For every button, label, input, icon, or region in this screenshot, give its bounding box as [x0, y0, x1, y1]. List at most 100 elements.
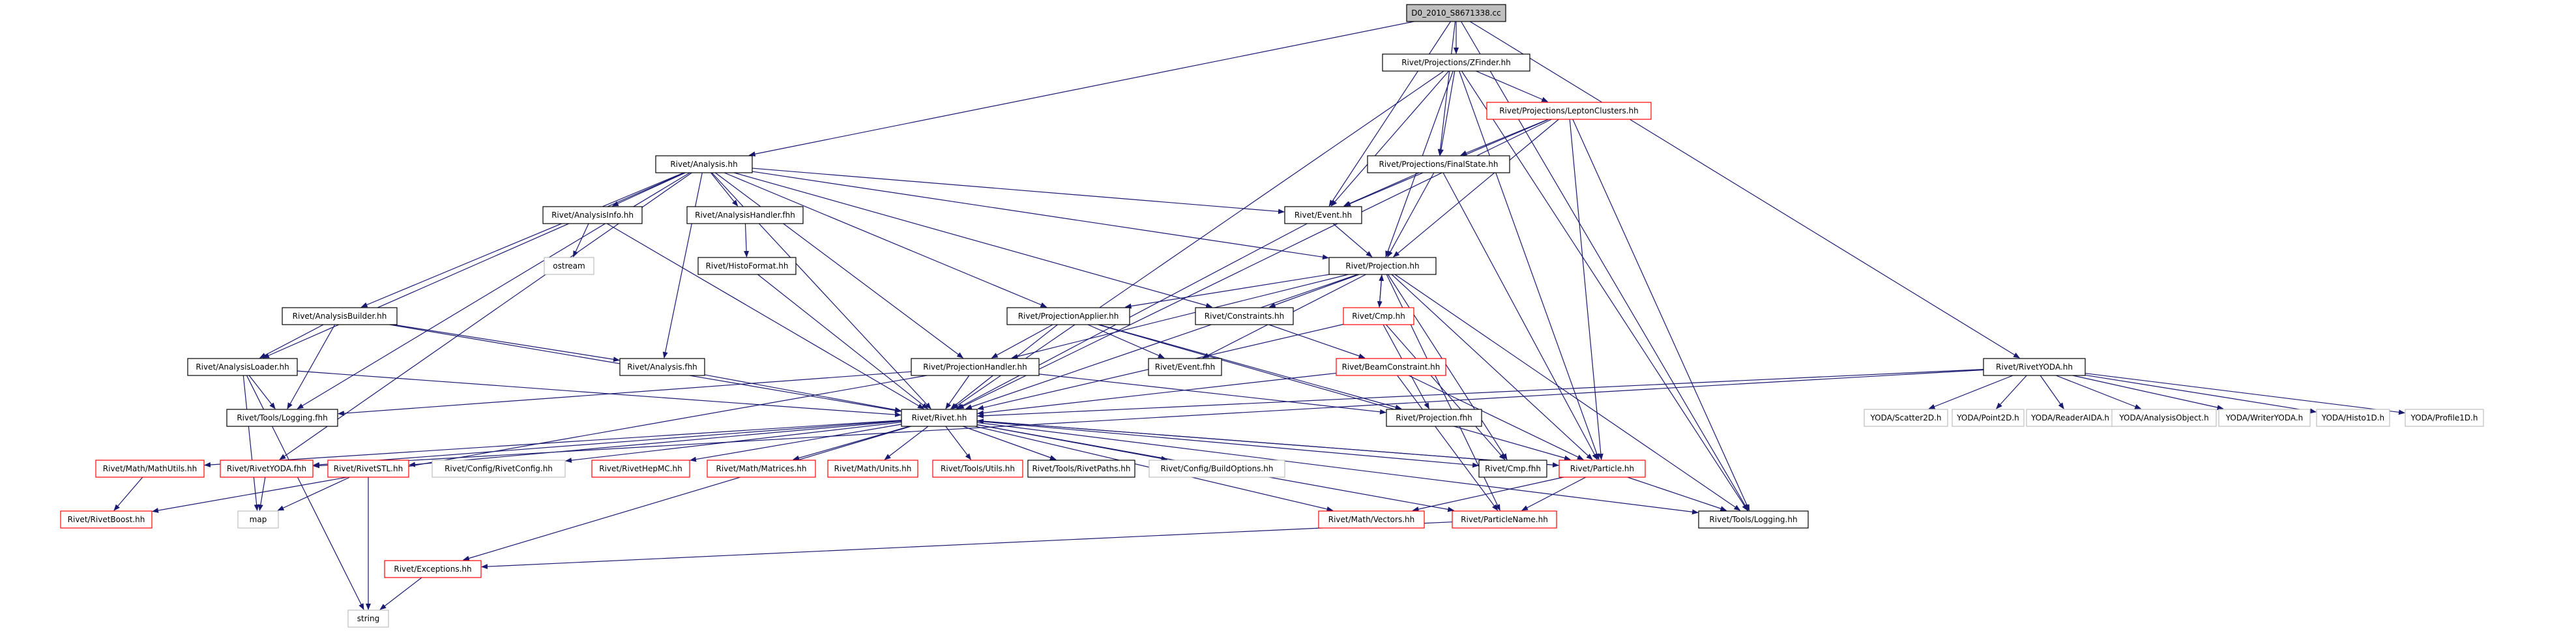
- node-box[interactable]: [544, 257, 594, 275]
- node-cmp_hh[interactable]: Rivet/Cmp.hh: [1343, 307, 1414, 325]
- node-box[interactable]: [187, 358, 298, 376]
- node-box[interactable]: [2316, 409, 2390, 427]
- node-analysis_hh[interactable]: Rivet/Analysis.hh: [655, 155, 753, 173]
- node-finalstate[interactable]: Rivet/Projections/FinalState.hh: [1367, 155, 1510, 173]
- node-analysisobject[interactable]: YODA/AnalysisObject.h: [2111, 409, 2217, 427]
- node-box[interactable]: [282, 307, 398, 325]
- node-buildoptions[interactable]: Rivet/Config/BuildOptions.hh: [1149, 460, 1285, 478]
- node-box[interactable]: [1406, 4, 1506, 22]
- node-box[interactable]: [1983, 358, 2086, 376]
- node-box[interactable]: [220, 460, 314, 478]
- node-box[interactable]: [619, 358, 705, 376]
- node-box[interactable]: [1382, 53, 1530, 72]
- node-analysisbuilder[interactable]: Rivet/AnalysisBuilder.hh: [282, 307, 398, 325]
- node-mathutils[interactable]: Rivet/Math/MathUtils.hh: [95, 460, 205, 478]
- node-box[interactable]: [1486, 102, 1652, 120]
- node-box[interactable]: [1027, 460, 1135, 478]
- node-rivethepmc[interactable]: Rivet/RivetHepMC.hh: [591, 460, 690, 478]
- node-ostream[interactable]: ostream: [544, 257, 594, 275]
- node-box[interactable]: [1328, 257, 1437, 275]
- node-box[interactable]: [1559, 460, 1646, 478]
- node-box[interactable]: [432, 460, 566, 478]
- node-zfinder[interactable]: Rivet/Projections/ZFinder.hh: [1382, 53, 1530, 72]
- node-box[interactable]: [827, 460, 918, 478]
- node-box[interactable]: [1864, 409, 1948, 427]
- node-box[interactable]: [655, 155, 753, 173]
- node-box[interactable]: [2111, 409, 2217, 427]
- node-scatter2d[interactable]: YODA/Scatter2D.h: [1864, 409, 1948, 427]
- node-cmp_fhh[interactable]: Rivet/Cmp.fhh: [1478, 460, 1547, 478]
- node-box[interactable]: [327, 460, 409, 478]
- node-histo1d[interactable]: YODA/Histo1D.h: [2316, 409, 2390, 427]
- node-box[interactable]: [60, 510, 153, 529]
- node-rivetyoda_hh[interactable]: Rivet/RivetYODA.hh: [1983, 358, 2086, 376]
- node-rivetstl[interactable]: Rivet/RivetSTL.hh: [327, 460, 409, 478]
- node-box[interactable]: [707, 460, 816, 478]
- node-matrices[interactable]: Rivet/Math/Matrices.hh: [707, 460, 816, 478]
- node-box[interactable]: [686, 206, 804, 224]
- node-rivetboost[interactable]: Rivet/RivetBoost.hh: [60, 510, 153, 529]
- node-analysisinfo[interactable]: Rivet/AnalysisInfo.hh: [542, 206, 643, 224]
- node-toolsutils[interactable]: Rivet/Tools/Utils.hh: [932, 460, 1023, 478]
- node-box[interactable]: [2405, 409, 2484, 427]
- node-box[interactable]: [1952, 409, 2025, 427]
- node-writeryoda[interactable]: YODA/WriterYODA.h: [2218, 409, 2311, 427]
- node-event_hh[interactable]: Rivet/Event.hh: [1284, 206, 1362, 224]
- node-root[interactable]: D0_2010_S8671338.cc: [1406, 4, 1506, 22]
- node-analysis_fhh[interactable]: Rivet/Analysis.fhh: [619, 358, 705, 376]
- node-point2d[interactable]: YODA/Point2D.h: [1952, 409, 2025, 427]
- node-projectionapplier[interactable]: Rivet/ProjectionApplier.hh: [1006, 307, 1130, 325]
- node-leptonclusters[interactable]: Rivet/Projections/LeptonClusters.hh: [1486, 102, 1652, 120]
- node-box[interactable]: [697, 257, 797, 275]
- node-exceptions[interactable]: Rivet/Exceptions.hh: [384, 560, 482, 578]
- node-constraints[interactable]: Rivet/Constraints.hh: [1195, 307, 1294, 325]
- node-analysisloader[interactable]: Rivet/AnalysisLoader.hh: [187, 358, 298, 376]
- node-projectionhandler[interactable]: Rivet/ProjectionHandler.hh: [911, 358, 1040, 376]
- node-box[interactable]: [1148, 358, 1222, 376]
- node-box[interactable]: [1195, 307, 1294, 325]
- node-analysishandler_fhh[interactable]: Rivet/AnalysisHandler.fhh: [686, 206, 804, 224]
- node-box[interactable]: [542, 206, 643, 224]
- node-box[interactable]: [932, 460, 1023, 478]
- node-beamconstraint[interactable]: Rivet/BeamConstraint.hh: [1336, 358, 1446, 376]
- node-projection_hh[interactable]: Rivet/Projection.hh: [1328, 257, 1437, 275]
- node-box[interactable]: [901, 409, 978, 427]
- node-particlename[interactable]: Rivet/ParticleName.hh: [1452, 510, 1557, 529]
- node-rivetpaths[interactable]: Rivet/Tools/RivetPaths.hh: [1027, 460, 1135, 478]
- node-rivetconfig[interactable]: Rivet/Config/RivetConfig.hh: [432, 460, 566, 478]
- node-particle_hh[interactable]: Rivet/Particle.hh: [1559, 460, 1646, 478]
- node-box[interactable]: [2026, 409, 2115, 427]
- node-box[interactable]: [226, 409, 338, 427]
- node-box[interactable]: [347, 609, 389, 628]
- node-box[interactable]: [1452, 510, 1557, 529]
- node-readeraida[interactable]: YODA/ReaderAIDA.h: [2026, 409, 2115, 427]
- node-box[interactable]: [1478, 460, 1547, 478]
- node-projection_fhh[interactable]: Rivet/Projection.fhh: [1386, 409, 1482, 427]
- node-box[interactable]: [911, 358, 1040, 376]
- node-histoformat[interactable]: Rivet/HistoFormat.hh: [697, 257, 797, 275]
- node-box[interactable]: [237, 510, 279, 529]
- node-box[interactable]: [1343, 307, 1414, 325]
- node-string[interactable]: string: [347, 609, 389, 628]
- node-profile1d[interactable]: YODA/Profile1D.h: [2405, 409, 2484, 427]
- node-box[interactable]: [384, 560, 482, 578]
- node-vectors[interactable]: Rivet/Math/Vectors.hh: [1318, 510, 1425, 529]
- node-rivet_hh[interactable]: Rivet/Rivet.hh: [901, 409, 978, 427]
- node-box[interactable]: [1698, 510, 1809, 529]
- node-box[interactable]: [1006, 307, 1130, 325]
- node-box[interactable]: [1367, 155, 1510, 173]
- node-box[interactable]: [1284, 206, 1362, 224]
- node-box[interactable]: [1386, 409, 1482, 427]
- node-map[interactable]: map: [237, 510, 279, 529]
- node-box[interactable]: [591, 460, 690, 478]
- node-box[interactable]: [1149, 460, 1285, 478]
- node-rivetyoda_fhh[interactable]: Rivet/RivetYODA.fhh: [220, 460, 314, 478]
- node-box[interactable]: [1318, 510, 1425, 529]
- node-logging_fhh[interactable]: Rivet/Tools/Logging.fhh: [226, 409, 338, 427]
- node-box[interactable]: [2218, 409, 2311, 427]
- node-event_fhh[interactable]: Rivet/Event.fhh: [1148, 358, 1222, 376]
- node-box[interactable]: [1336, 358, 1446, 376]
- node-logging_hh[interactable]: Rivet/Tools/Logging.hh: [1698, 510, 1809, 529]
- node-units[interactable]: Rivet/Math/Units.hh: [827, 460, 918, 478]
- node-box[interactable]: [95, 460, 205, 478]
